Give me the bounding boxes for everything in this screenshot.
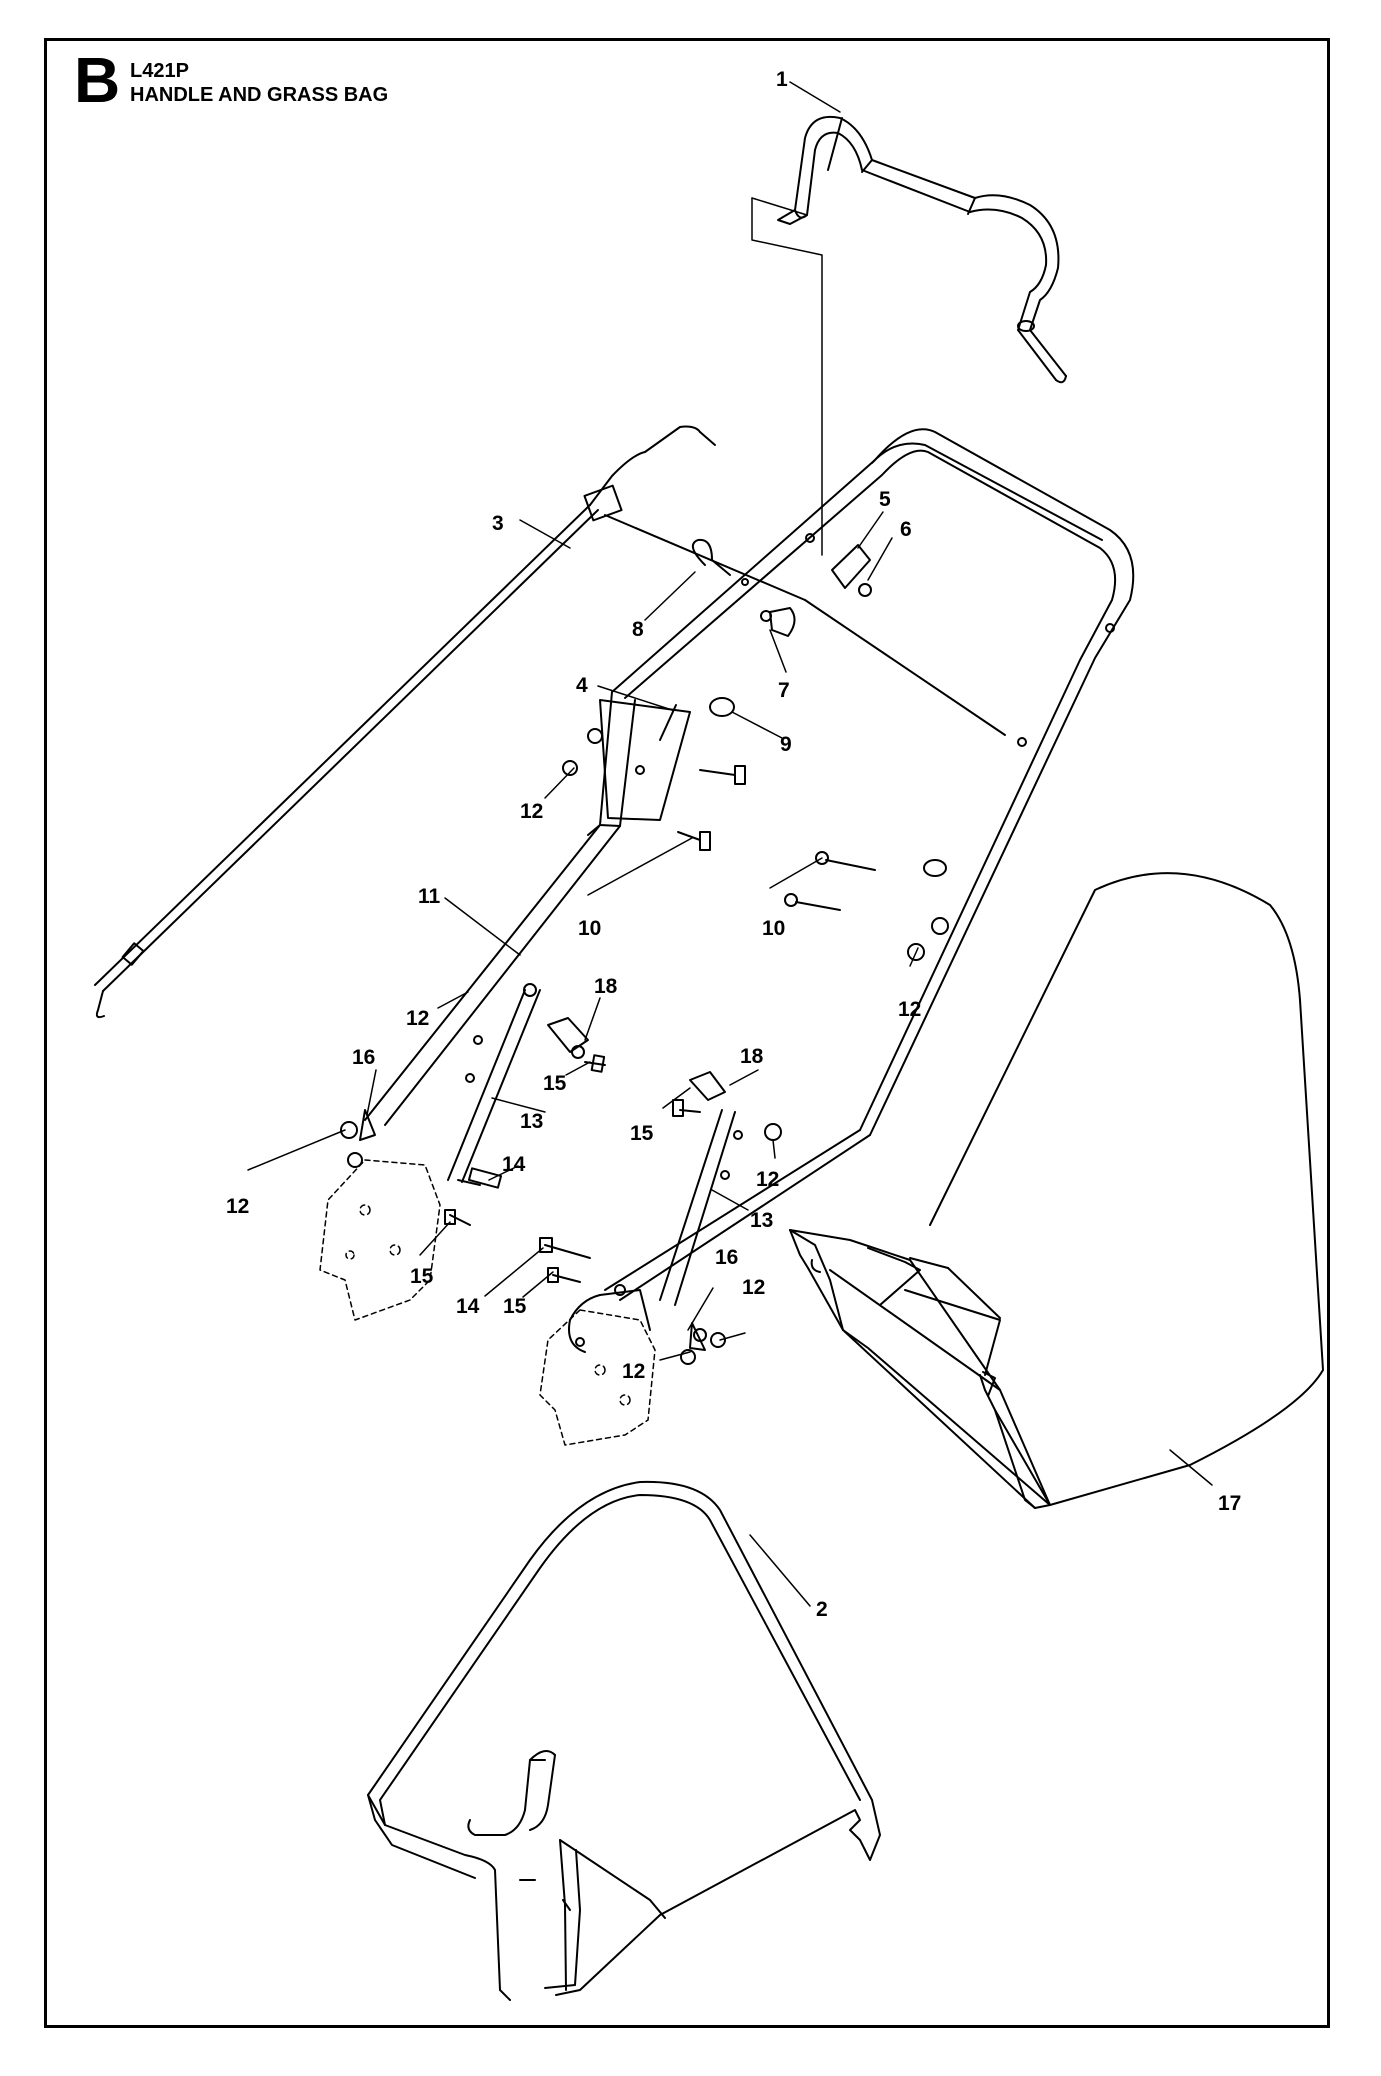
callout-15-b: 15 — [630, 1122, 654, 1145]
callout-11: 11 — [418, 885, 441, 908]
callout-13-left: 13 — [520, 1110, 543, 1133]
callout-15-c: 15 — [410, 1265, 434, 1288]
callout-12-f: 12 — [742, 1276, 765, 1299]
clamp-bracket-part — [599, 699, 691, 821]
cable-guide-part — [769, 544, 872, 637]
callout-16-right: 16 — [715, 1246, 738, 1269]
control-cable-part — [94, 425, 806, 1019]
callout-3: 3 — [492, 512, 504, 535]
callout-12-a: 12 — [520, 800, 543, 823]
callout-leader-lines — [247, 81, 1213, 1607]
callout-14-right: 14 — [456, 1295, 480, 1318]
diagram-frame — [44, 38, 1330, 2028]
right-mower-bracket-dashed — [539, 1309, 656, 1446]
top-handle-bar-part — [777, 116, 1067, 384]
grass-bag-frame-part — [367, 1480, 881, 2001]
upper-handle-frame-part — [587, 428, 1135, 1136]
sticker-reference-lines — [751, 197, 823, 556]
callout-5: 5 — [879, 488, 891, 511]
callout-9: 9 — [780, 733, 792, 756]
callout-14-left: 14 — [502, 1153, 526, 1176]
callout-12-b: 12 — [406, 1007, 429, 1030]
upper-frame-bolts — [562, 728, 949, 961]
section-letter: B — [74, 44, 121, 116]
left-mower-bracket — [319, 1159, 441, 1321]
callout-12-g: 12 — [622, 1360, 645, 1383]
lower-handle-right-part — [604, 1071, 871, 1306]
callout-10-left: 10 — [578, 917, 601, 940]
lower-handle-left-part — [340, 824, 621, 1183]
callout-15-a: 15 — [543, 1072, 567, 1095]
callout-10-right: 10 — [762, 917, 785, 940]
callout-2: 2 — [816, 1598, 828, 1621]
callout-13-right: 13 — [750, 1209, 773, 1232]
cable-hook-part — [691, 538, 749, 586]
callout-16-left: 16 — [352, 1046, 375, 1069]
model-number: L421P — [130, 60, 189, 82]
callout-4: 4 — [576, 674, 588, 697]
grass-bag-part — [789, 872, 1324, 1509]
handle-knob-parts — [709, 697, 947, 877]
callout-6: 6 — [900, 518, 912, 541]
right-mower-bracket — [568, 1289, 726, 1365]
callout-labels: 1 2 3 4 5 6 7 8 9 10 10 11 12 12 12 12 1… — [226, 68, 1241, 1621]
callout-15-d: 15 — [503, 1295, 527, 1318]
callout-12-c: 12 — [898, 998, 921, 1021]
callout-18-left: 18 — [594, 975, 618, 998]
callout-8: 8 — [632, 618, 644, 641]
lower-hardware-right — [539, 1237, 591, 1283]
callout-17: 17 — [1218, 1492, 1241, 1515]
callout-7: 7 — [778, 679, 790, 702]
callout-12-d: 12 — [226, 1195, 249, 1218]
callout-12-e: 12 — [756, 1168, 779, 1191]
callout-1: 1 — [776, 68, 788, 91]
diagram-title: HANDLE AND GRASS BAG — [130, 84, 389, 106]
callout-18-right: 18 — [740, 1045, 764, 1068]
